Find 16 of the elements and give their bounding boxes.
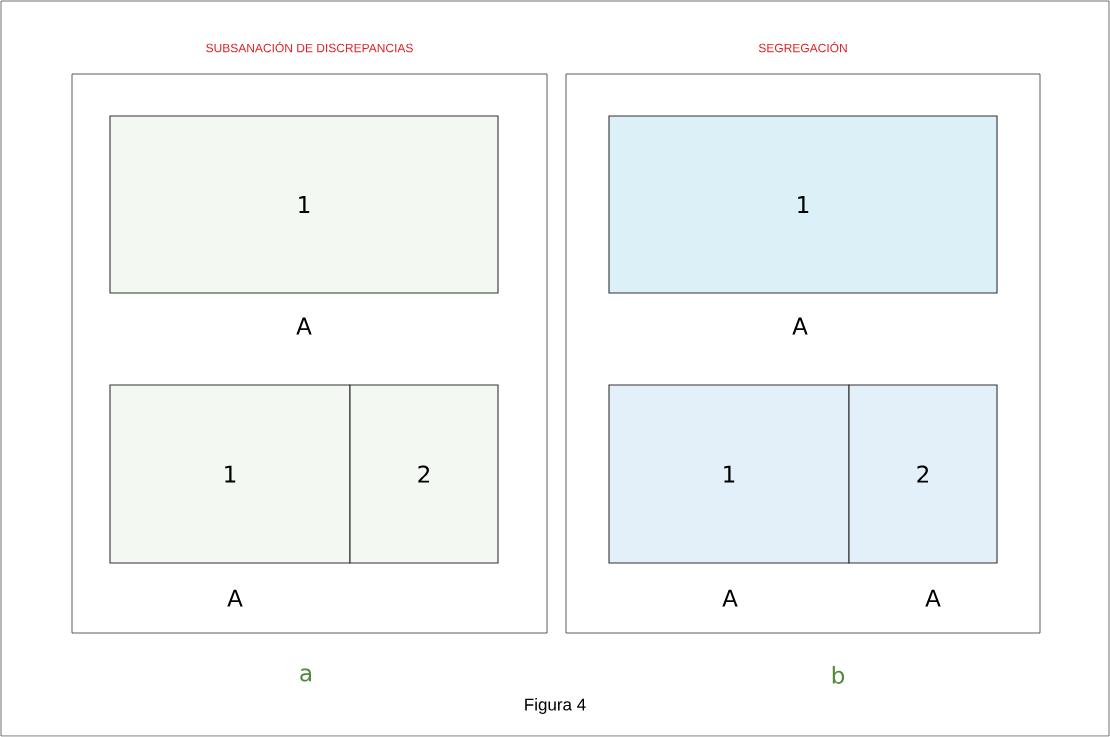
section-box: 2 [349,384,499,564]
section-box: 1 [608,384,850,564]
dimension-letter: A [722,589,738,607]
panel-heading: SEGREGACIÓN [758,41,847,53]
panel-letter: a [300,668,311,682]
dimension-letter: A [227,589,243,607]
section-box: 1 [608,115,998,294]
dimension-letter: A [792,317,808,335]
section-box: 1 [109,115,499,294]
section-box: 1 [109,384,351,564]
panel-letter: b [832,666,845,684]
section-box: 2 [848,384,998,564]
caption: Figura 4 [525,698,586,714]
dimension-letter: A [925,589,941,607]
panel-heading: SUBSANACIÓN DE DISCREPANCIAS [206,41,413,53]
dimension-letter: A [296,317,312,335]
